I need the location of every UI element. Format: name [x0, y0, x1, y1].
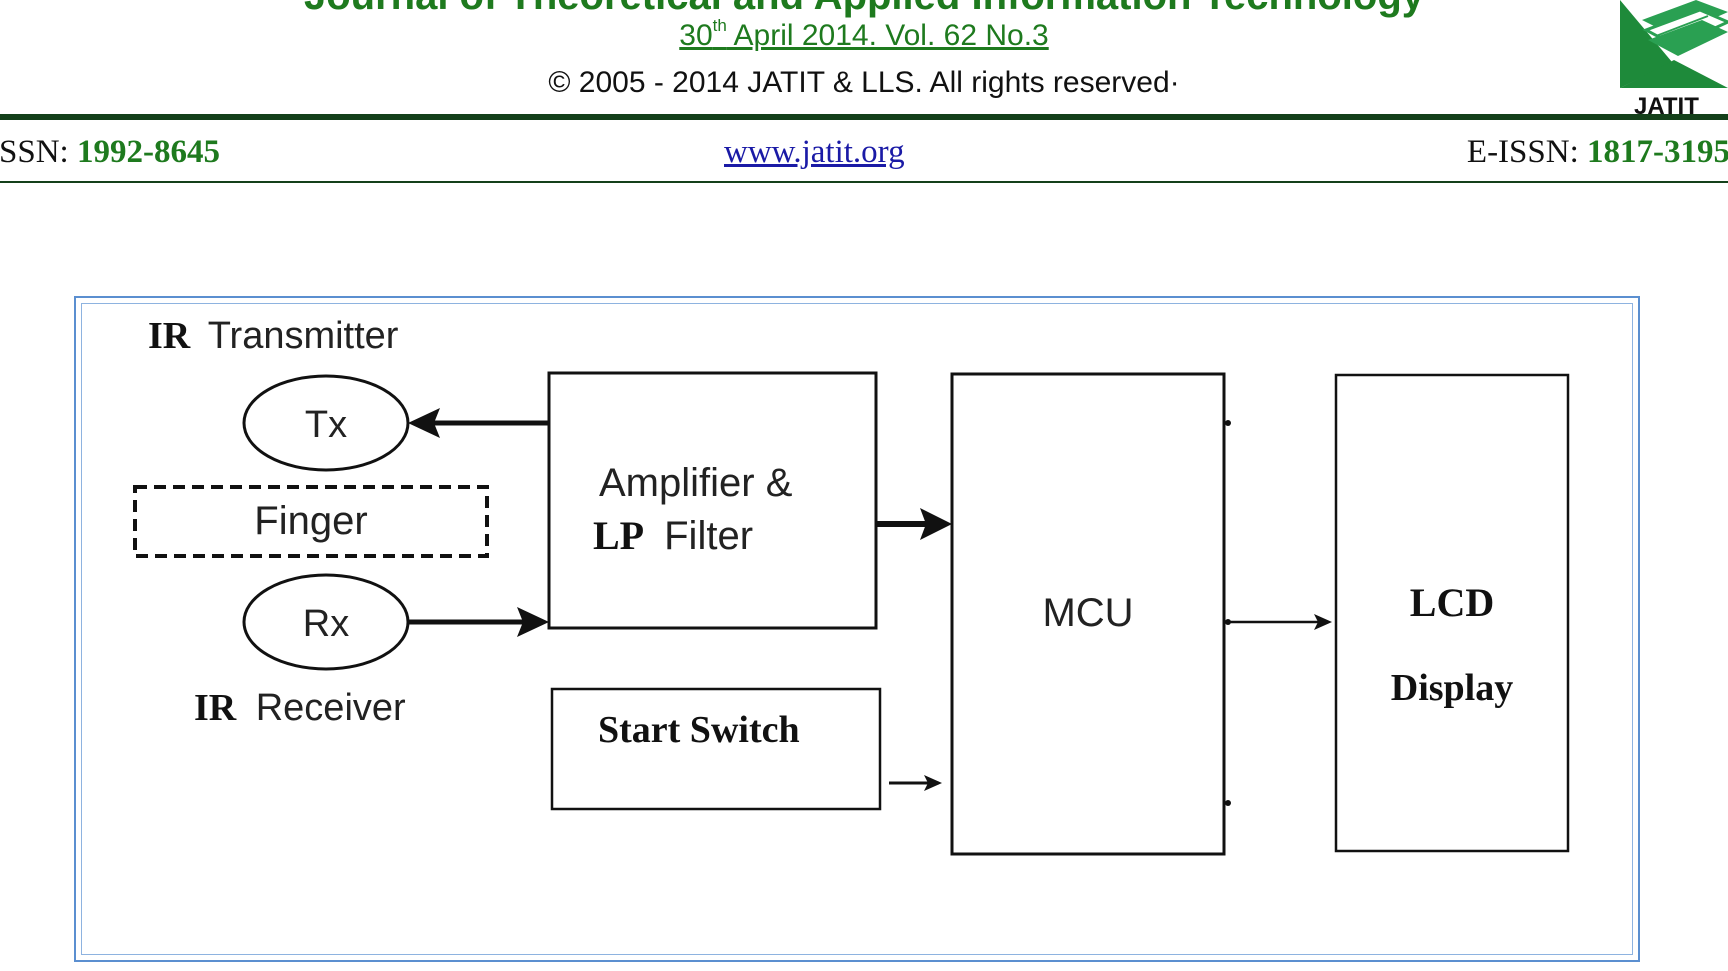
- mcu-label: MCU: [1042, 591, 1133, 635]
- finger-label: Finger: [254, 499, 367, 543]
- issue-day: 30: [679, 19, 713, 52]
- issn-row: ISSN: 1992-8645 www.jatit.org E-ISSN: 18…: [0, 134, 1728, 178]
- ir-transmitter-word: Transmitter: [208, 315, 399, 357]
- rx-label: Rx: [303, 603, 349, 645]
- eissn-label: E-ISSN:: [1466, 134, 1587, 170]
- eissn: E-ISSN: 1817-3195: [1467, 134, 1728, 171]
- ir-receiver-label: IR Receiver: [194, 687, 406, 729]
- amplifier-filter-box: [547, 371, 878, 630]
- logo-left-wing: [1620, 0, 1672, 88]
- ir-receiver-word: Receiver: [256, 687, 406, 729]
- amplifier-line2: LP Filter: [593, 513, 753, 558]
- issn-label: ISSN:: [0, 134, 69, 170]
- mcu-pin-middle: [1225, 619, 1231, 625]
- amplifier-line2-word: Filter: [664, 514, 753, 558]
- issn-rule: [0, 181, 1728, 183]
- arrowhead-mcu: [920, 508, 952, 540]
- start-switch-box: [550, 687, 882, 811]
- lcd-label: LCD: [1410, 580, 1494, 625]
- arrowhead-amplifier: [517, 607, 549, 637]
- logo-book-base: [1648, 20, 1728, 56]
- start-switch-label: Start Switch: [598, 709, 800, 751]
- copyright-notice: © 2005 - 2014 JATIT & LLS. All rights re…: [548, 66, 1180, 99]
- eissn-number: 1817-3195: [1587, 134, 1728, 170]
- jatit-logo: JATIT: [1620, 0, 1728, 116]
- tx-label: Tx: [305, 404, 347, 446]
- issn: ISSN: 1992-8645: [0, 134, 220, 171]
- issue-line: 30th April 2014. Vol. 62 No.3: [0, 16, 1728, 53]
- issn-number: 1992-8645: [76, 134, 220, 170]
- lcd-display-box: [1334, 373, 1570, 853]
- logo-bottom-wing: [1620, 60, 1728, 88]
- finger-box: [133, 485, 489, 558]
- issue-day-suffix: th: [712, 16, 727, 35]
- website-link[interactable]: www.jatit.org: [724, 134, 905, 170]
- amplifier-line2-prefix: LP: [593, 513, 644, 558]
- display-label: Display: [1391, 667, 1513, 709]
- ir-transmitter-label: IR Transmitter: [148, 315, 399, 357]
- block-diagram: IR Transmitter Tx Finger Rx IR Receiver …: [133, 315, 1570, 856]
- mcu-pin-bottom: [1225, 800, 1231, 806]
- issue-volume: April 2014. Vol. 62 No.3: [726, 19, 1049, 52]
- arrowhead-switch: [924, 775, 942, 791]
- arrowhead-tx: [408, 408, 440, 438]
- mcu-box: [950, 372, 1226, 856]
- mcu-pin-top: [1225, 420, 1231, 426]
- arrowhead-lcd: [1314, 614, 1332, 630]
- figure-inner-border: [81, 303, 1633, 955]
- ir-receiver-prefix: IR: [194, 687, 237, 729]
- header-rule: [0, 114, 1728, 120]
- ir-transmitter-prefix: IR: [148, 315, 191, 357]
- journal-title: Journal of Theoretical and Applied Infor…: [0, 0, 1728, 19]
- amplifier-line1: Amplifier &: [599, 461, 793, 505]
- logo-text: JATIT: [1634, 93, 1699, 116]
